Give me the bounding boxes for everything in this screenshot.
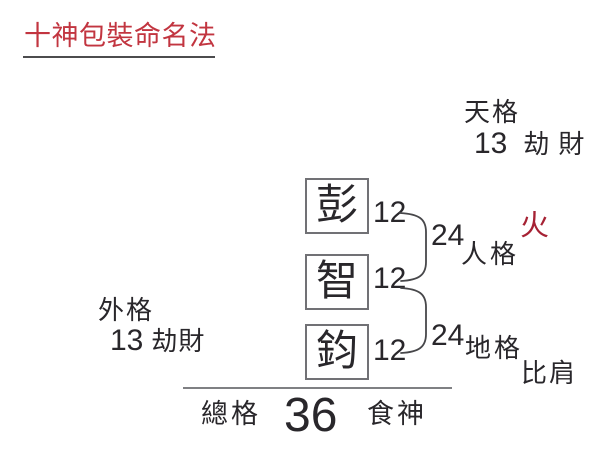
name-char-box: 鈞: [305, 324, 369, 380]
total-grid-ten-god: 食神: [367, 399, 427, 429]
page-title: 十神包裝命名法: [24, 21, 217, 51]
heaven-grid-result: 13 劫財: [474, 129, 593, 159]
name-char-box: 智: [305, 254, 369, 310]
heaven-grid-ten-god: 劫財: [523, 130, 594, 159]
total-divider-line: [183, 387, 452, 389]
heaven-grid-value: 13: [474, 127, 508, 160]
name-char-box: 彭: [305, 178, 369, 234]
name-char: 鈞: [315, 329, 358, 375]
outer-grid-value: 13: [110, 324, 144, 357]
earth-grid-value: 24: [431, 319, 465, 352]
outer-grid-label: 外格: [98, 296, 155, 325]
stroke-count: 12: [373, 334, 407, 367]
stroke-count: 12: [373, 196, 407, 229]
earth-grid-label: 地格: [465, 334, 524, 363]
person-grid-label: 人格: [461, 240, 520, 269]
earth-grid-ten-god: 比肩: [521, 359, 578, 388]
outer-grid-ten-god: 劫財: [151, 327, 206, 356]
total-grid-value: 36: [284, 389, 338, 442]
person-grid-value: 24: [431, 219, 465, 252]
name-char: 智: [315, 259, 358, 305]
title-underline: [23, 56, 215, 58]
total-grid-label: 總格: [201, 399, 261, 429]
heaven-grid-label: 天格: [464, 98, 521, 127]
stroke-count: 12: [373, 262, 407, 295]
name-char: 彭: [315, 183, 358, 229]
outer-grid-result: 13 劫財: [110, 326, 205, 356]
person-grid-element: 火: [520, 210, 550, 242]
